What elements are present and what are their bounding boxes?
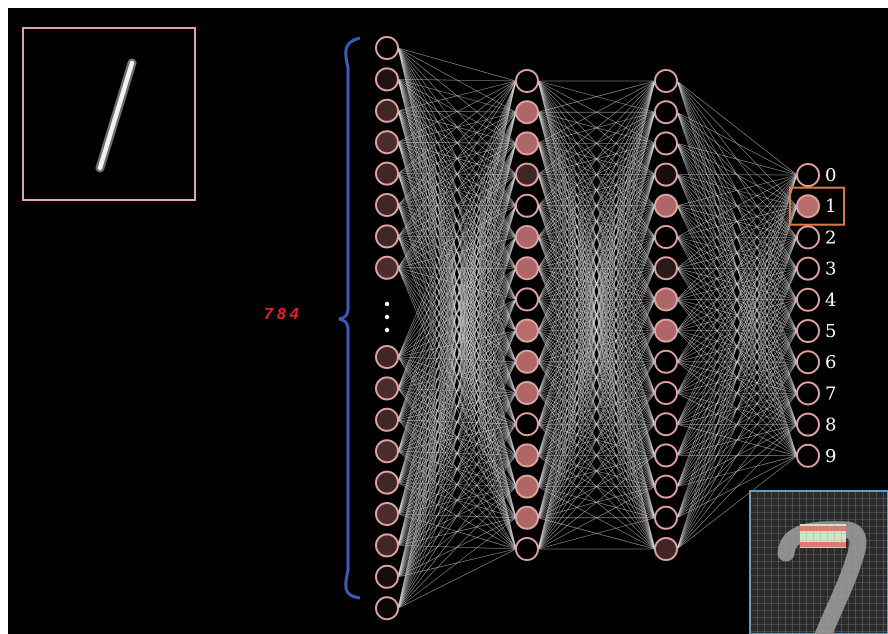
input-neuron: [375, 193, 399, 217]
input-digit-image: [22, 27, 196, 201]
hidden2-neuron: [654, 69, 678, 93]
output-neuron: [796, 443, 820, 468]
output-neuron: [796, 412, 820, 437]
hidden1-neuron: [515, 100, 539, 125]
handwritten-one-icon: [95, 58, 137, 173]
hidden1-neuron: [515, 69, 539, 93]
hidden2-neuron: [654, 193, 678, 218]
hidden1-neuron: [515, 474, 539, 499]
output-neuron: [796, 381, 820, 406]
hidden2-neuron: [654, 537, 678, 561]
output-neuron: [796, 350, 820, 375]
neural-network-stage: 784 0 1 2 3 4 5 6 7 8 9: [8, 8, 888, 634]
input-neuron: [375, 67, 399, 92]
input-brace: [338, 36, 361, 600]
input-neuron: [375, 439, 399, 464]
hidden2-neuron: [654, 474, 678, 499]
hidden2-neuron: [654, 381, 678, 405]
output-label-8: 8: [825, 415, 836, 436]
input-layer: [375, 36, 399, 621]
input-neuron: [375, 470, 399, 495]
input-neuron: [375, 596, 399, 621]
input-neuron: [375, 98, 399, 123]
output-neuron: [796, 319, 820, 343]
input-neuron: [375, 345, 399, 369]
input-neuron: [375, 407, 399, 432]
input-neuron: [375, 36, 399, 60]
inset-digit-image: [749, 490, 888, 634]
input-neuron: [375, 224, 399, 249]
output-label-1: 1: [825, 196, 836, 217]
output-labels: 0 1 2 3 4 5 6 7 8 9: [825, 165, 836, 467]
output-neuron: [796, 225, 820, 250]
output-neuron: [796, 194, 820, 219]
hidden2-neuron: [654, 505, 678, 530]
hidden2-neuron: [654, 225, 678, 249]
input-ellipsis: [384, 301, 390, 333]
hidden2-neuron: [654, 318, 678, 343]
output-label-2: 2: [825, 227, 836, 248]
hidden2-neuron: [654, 100, 678, 125]
hidden1-neuron: [515, 256, 539, 281]
hidden1-neuron: [515, 318, 539, 343]
hidden1-neuron: [515, 443, 539, 468]
input-neuron: [375, 161, 399, 186]
prediction-highlight-box: [789, 186, 845, 226]
hidden1-neuron: [515, 505, 539, 530]
hidden2-neuron: [654, 443, 678, 468]
output-neuron: [796, 163, 820, 187]
input-count-label: 784: [264, 306, 303, 323]
hidden2-layer: [654, 69, 678, 561]
hidden2-neuron: [654, 412, 678, 437]
output-label-0: 0: [825, 165, 836, 186]
output-label-7: 7: [825, 383, 836, 404]
output-label-5: 5: [825, 321, 836, 342]
output-layer: [796, 163, 820, 468]
hidden1-neuron: [515, 381, 539, 405]
hidden1-neuron: [515, 287, 539, 312]
hidden1-neuron: [515, 162, 539, 187]
connection-edges: [397, 47, 798, 609]
hidden1-neuron: [515, 412, 539, 437]
hidden2-neuron: [654, 349, 678, 374]
hidden2-neuron: [654, 256, 678, 281]
handwritten-seven-icon: [750, 491, 888, 634]
input-neuron: [375, 502, 399, 526]
output-label-4: 4: [825, 290, 836, 311]
hidden1-neuron: [515, 537, 539, 561]
output-neuron: [796, 287, 820, 312]
output-label-9: 9: [825, 446, 836, 467]
neuron-layers: [375, 36, 820, 621]
hidden2-neuron: [654, 287, 678, 312]
neural-network-diagram: 784 0 1 2 3 4 5 6 7 8 9: [22, 27, 888, 634]
hidden1-neuron: [515, 225, 539, 249]
output-label-3: 3: [825, 259, 836, 280]
output-label-6: 6: [825, 352, 836, 373]
input-neuron: [375, 564, 399, 589]
output-neuron: [796, 256, 820, 281]
input-image-frame: [22, 27, 196, 201]
hidden1-neuron: [515, 131, 539, 156]
input-neuron: [375, 533, 399, 558]
hidden1-layer: [515, 69, 539, 561]
hidden1-neuron: [515, 193, 539, 218]
hidden2-neuron: [654, 131, 678, 156]
hidden1-neuron: [515, 349, 539, 374]
input-neuron: [375, 255, 399, 280]
hidden2-neuron: [654, 162, 678, 187]
input-neuron: [375, 130, 399, 155]
input-neuron: [375, 376, 399, 401]
